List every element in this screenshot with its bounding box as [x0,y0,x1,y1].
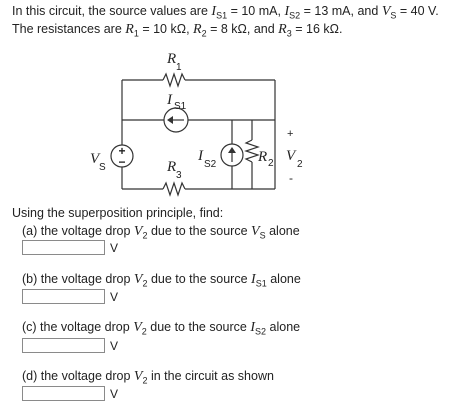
answer-a-input[interactable] [22,240,105,255]
is1-sub: S1 [174,101,187,112]
answer-b-input[interactable] [22,289,105,304]
answer-b-unit: V [110,289,119,304]
is1-source [163,107,189,133]
arrow-left-icon [167,116,173,124]
r2-label: R [257,149,267,165]
answer-c-input[interactable] [22,338,105,353]
is2-sub: S2 [204,159,217,170]
is1-label: I [166,92,173,108]
answer-d-unit: V [110,386,119,401]
r3-label: R [166,159,176,175]
r3-sub: 3 [176,170,182,181]
question-a: (a) the voltage drop V2 due to the sourc… [22,224,300,241]
r1-resistor [162,72,186,88]
arrow-up-icon [228,147,236,153]
vs-label: V [90,151,101,167]
r1-label: R [166,51,176,67]
instructions: Using the superposition principle, find: [12,206,224,220]
problem-line-1: In this circuit, the source values are I… [12,4,439,21]
r2-resistor [244,139,260,163]
answer-a: V [22,240,118,255]
answer-a-unit: V [110,240,119,255]
answer-b: V [22,289,118,304]
is2-label: I [197,148,204,164]
question-c: (c) the voltage drop V2 due to the sourc… [22,320,301,337]
r3-resistor [162,181,186,197]
v2-label: V [286,148,297,164]
is2-source [220,143,244,167]
vs-symbol: V [381,4,391,19]
svg-text:+: + [118,144,125,158]
problem-line-2: The resistances are R1 = 10 kΩ, R2 = 8 k… [12,22,343,39]
circuit-diagram: + − R 1 I S1 V S I S2 R 3 R 2 + V 2 - [90,51,303,197]
v2-plus: + [287,128,293,140]
question-d: (d) the voltage drop V2 in the circuit a… [22,369,274,386]
answer-d-input[interactable] [22,386,105,401]
svg-text:−: − [118,155,125,169]
is1-symbol: I [211,4,217,19]
answer-c-unit: V [110,338,119,353]
v2-minus: - [289,171,293,185]
is2-symbol: I [284,4,290,19]
r2-sub: 2 [268,158,274,169]
r1-sub: 1 [176,62,182,73]
circuit-wires [121,72,276,197]
question-b: (b) the voltage drop V2 due to the sourc… [22,272,301,289]
answer-d: V [22,386,118,401]
answer-c: V [22,338,118,353]
vs-sub: S [99,162,106,173]
v2-sub: 2 [297,159,303,170]
vs-source: + − [110,144,134,169]
